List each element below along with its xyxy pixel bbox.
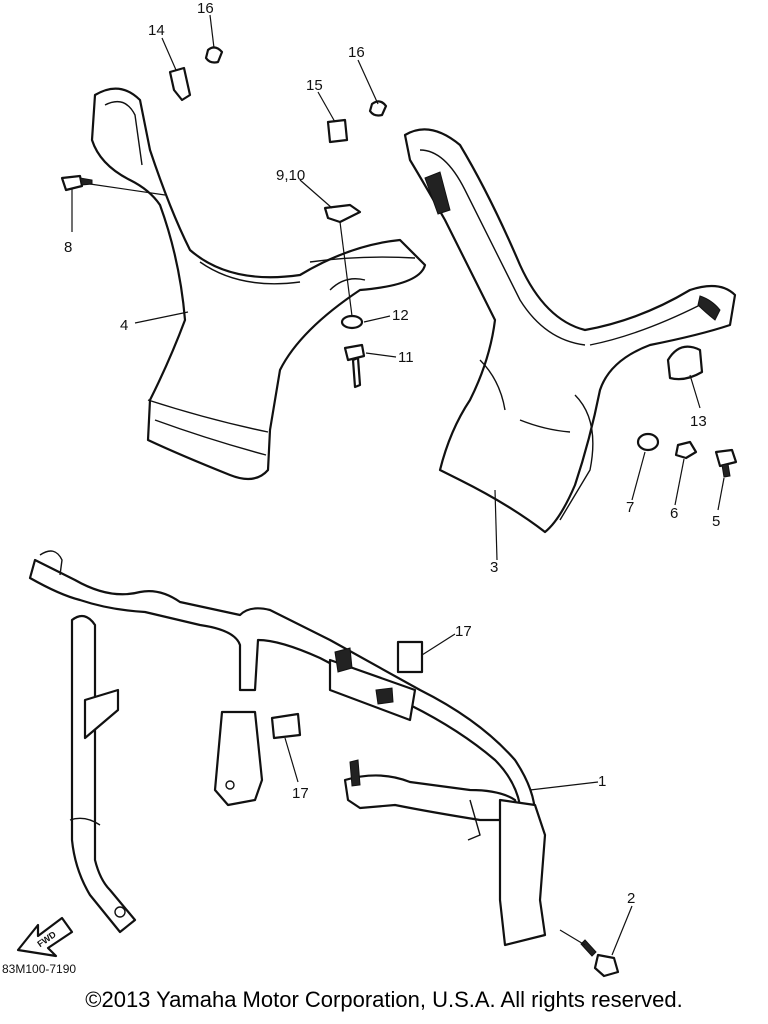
part-9-10-bracket <box>323 203 362 224</box>
callout-9-10: 9,10 <box>276 167 305 184</box>
leader-lines <box>71 14 725 956</box>
part-14-clip <box>168 66 192 102</box>
part-15-nut <box>326 118 349 144</box>
part-13-rubber-mount <box>666 345 704 381</box>
part-5-bolt <box>714 448 738 478</box>
part-1-frame-assembly <box>28 550 547 947</box>
part-4-left-leg-shield <box>90 87 427 481</box>
callout-6: 6 <box>670 505 678 522</box>
part-3-right-leg-shield <box>403 128 737 534</box>
part-6-nut <box>674 440 698 460</box>
callout-15: 15 <box>306 77 323 94</box>
callout-2: 2 <box>627 890 635 907</box>
callout-5: 5 <box>712 513 720 530</box>
part-17b-pad <box>270 712 302 740</box>
part-8-screw <box>60 174 93 192</box>
part-12-washer <box>340 314 364 330</box>
part-11-bolt <box>343 343 366 389</box>
part-2-bolt <box>580 939 620 978</box>
callout-8: 8 <box>64 239 72 256</box>
callout-16a: 16 <box>197 0 214 17</box>
part-17a-pad <box>396 640 424 674</box>
callout-13: 13 <box>690 413 707 430</box>
callout-14: 14 <box>148 22 165 39</box>
part-7-washer <box>636 432 660 452</box>
callout-7: 7 <box>626 499 634 516</box>
callout-17b: 17 <box>292 785 309 802</box>
callout-3: 3 <box>490 559 498 576</box>
callout-17a: 17 <box>455 623 472 640</box>
callout-12: 12 <box>392 307 409 324</box>
callout-labels: 1 2 3 4 5 6 7 8 9,10 11 12 13 14 15 16 1… <box>64 0 720 907</box>
callout-1: 1 <box>598 773 606 790</box>
fwd-arrow-icon: FWD <box>16 916 74 958</box>
part-16a-fastener <box>204 46 224 64</box>
callout-4: 4 <box>120 317 128 334</box>
copyright-notice: ©2013 Yamaha Motor Corporation, U.S.A. A… <box>85 987 683 1012</box>
callout-11: 11 <box>398 349 414 366</box>
diagram-code: 83M100-7190 <box>2 962 77 976</box>
callout-16b: 16 <box>348 44 365 61</box>
